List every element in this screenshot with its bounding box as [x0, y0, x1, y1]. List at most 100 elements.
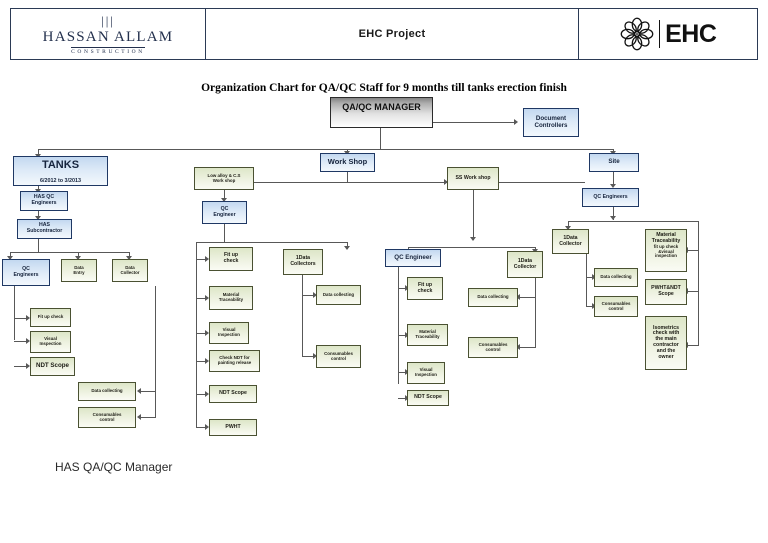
node-has-subcontractor[interactable]: HAS Subcontractor — [17, 219, 72, 239]
node-ss-data-collector[interactable]: 1Data Collector — [507, 251, 543, 278]
connector-bus-datacollector — [129, 252, 130, 259]
connector-ws-visual — [196, 333, 207, 334]
arrow-has-subcontractor — [35, 216, 41, 220]
node-label: Fit up check — [37, 314, 64, 320]
node-label: Visual Inspection — [218, 327, 240, 337]
node-tanks-data-entry[interactable]: Data Entry — [61, 259, 97, 282]
node-ws-pwht[interactable]: PWHT — [209, 419, 257, 436]
node-ws-data-collecting[interactable]: Data collecting — [316, 285, 361, 305]
node-label: PWHT — [225, 423, 241, 430]
chart-title: Organization Chart for QA/QC Staff for 9… — [201, 82, 567, 94]
node-site-qc-engineers[interactable]: QC Engineers — [582, 188, 639, 207]
node-ws-consumables-control[interactable]: Consumables control — [316, 345, 361, 368]
connector-ssqc-spine — [398, 267, 399, 384]
node-ws-check-ndt[interactable]: Check NDT for painting release — [209, 350, 260, 372]
brand-divider — [658, 20, 661, 48]
node-ws-ndt-scope[interactable]: NDT Scope — [209, 385, 257, 403]
project-title-cell: EHC Project — [206, 9, 579, 59]
arrow-site-bus — [610, 216, 616, 220]
node-tanks-ndt-scope[interactable]: NDT Scope — [30, 357, 75, 376]
connector-tanksqc-ndt — [14, 366, 27, 367]
node-label: Visual Inspection — [415, 367, 437, 377]
arrow-site-qc-engineers — [610, 184, 616, 188]
arrow-site-data-collector — [565, 226, 571, 230]
connector-sitedc-collecting — [586, 277, 594, 278]
connector-ws-bus — [196, 242, 348, 243]
footer-note: HAS QA/QC Manager — [55, 460, 173, 474]
node-label: Material Traceability — [415, 329, 440, 339]
connector-manager-down — [380, 128, 381, 150]
node-ws-visual-inspection[interactable]: Visual Inspection — [209, 322, 249, 344]
connector-tanksqc-fitup — [14, 318, 27, 319]
connector-site-isometrics — [687, 345, 699, 346]
node-label: SS Work shop — [455, 174, 491, 181]
connector-ws-checkndt — [196, 361, 207, 362]
node-site[interactable]: Site — [589, 153, 639, 172]
connector-ssdc-spine — [535, 278, 536, 348]
node-site-pwht-ndt-scope[interactable]: PWHT&NDT Scope — [645, 279, 687, 305]
connector-siteqc-down — [613, 207, 614, 220]
node-ss-visual-inspection[interactable]: Visual Inspection — [407, 362, 445, 384]
node-document-controllers[interactable]: Document Controllers — [523, 108, 579, 137]
node-site-consumables-control[interactable]: Consumables control — [594, 296, 638, 317]
connector-site-pwht — [687, 291, 699, 292]
connector-tanksdc-collecting — [140, 391, 156, 392]
node-ss-data-collecting[interactable]: Data collecting — [468, 288, 518, 307]
arrow-ws-visual — [205, 330, 209, 336]
node-ss-material-traceability[interactable]: Material Traceability — [407, 324, 448, 346]
node-tanks-data-collecting[interactable]: Data collecting — [78, 382, 136, 401]
node-label: NDT Scope — [35, 362, 69, 370]
connector-bus-dataentry — [78, 252, 79, 259]
connector-ws-fitup — [196, 259, 207, 260]
connector-tanks-to-hasqc — [38, 185, 39, 191]
connector-tanksdc-spine — [155, 286, 156, 418]
node-ss-qc-engineer[interactable]: QC Engineer — [385, 249, 441, 267]
arrow-ss-consumables — [516, 344, 520, 350]
node-work-shop[interactable]: Work Shop — [320, 153, 375, 172]
node-site-material-traceability[interactable]: Material Traceability fit up check &visu… — [645, 229, 687, 272]
node-site-isometrics[interactable]: Isometrics check with the main contracto… — [645, 316, 687, 370]
connector-ws-left-spine — [196, 242, 197, 428]
node-ws-qc-engineer[interactable]: QC Engineer — [202, 201, 247, 224]
connector-ssqc-fitup — [398, 288, 407, 289]
node-ws-data-collectors[interactable]: 1Data Collectors — [283, 249, 323, 275]
node-label: PWHT&NDT Scope — [651, 285, 681, 297]
connector-bus-to-tanks — [38, 149, 39, 157]
node-qa-qc-manager[interactable]: QA/QC MANAGER — [330, 97, 433, 128]
connector-top-bus — [38, 149, 613, 150]
node-label: 1Data Collector — [513, 257, 537, 270]
node-label: Consumables control — [478, 341, 508, 352]
node-label: Material Traceability — [651, 232, 681, 244]
connector-tanksqc-visual — [14, 341, 27, 342]
node-site-data-collector[interactable]: 1Data Collector — [552, 229, 589, 254]
connector-ssqc-material — [398, 335, 407, 336]
connector-wsqc-down — [224, 224, 225, 242]
node-label: Fit up check — [417, 281, 433, 294]
node-tanks-qc-engineers[interactable]: QC Engineers — [2, 259, 50, 286]
node-ws-fit-up-check[interactable]: Fit up check — [209, 247, 253, 271]
node-tanks-visual-inspection[interactable]: Visual Inspection — [30, 331, 71, 353]
node-tanks-data-collector[interactable]: Data Collector — [112, 259, 148, 282]
node-ws-material-traceability[interactable]: Material Traceability — [209, 286, 253, 310]
node-tanks-fit-up-check[interactable]: Fit up check — [30, 308, 71, 327]
connector-bus-qceng — [10, 252, 11, 259]
node-label: Data collecting — [477, 294, 509, 300]
node-ss-ndt-scope[interactable]: NDT Scope — [407, 390, 449, 406]
arrow-ws-fit-up — [205, 256, 209, 262]
node-has-qc-engineers[interactable]: HAS QC Engineers — [20, 191, 68, 211]
arrow-ws-data-collectors — [344, 246, 350, 250]
node-tanks-consumables-control[interactable]: Consumables control — [78, 407, 136, 428]
connector-tanks-bus — [10, 252, 130, 253]
node-label: HAS Subcontractor — [26, 222, 63, 234]
node-tanks[interactable]: TANKS 6/2012 to 3/2013 — [13, 156, 108, 186]
node-label: QC Engineer — [213, 205, 236, 218]
node-site-data-collecting[interactable]: Data collecting — [594, 268, 638, 287]
node-ss-fit-up-check[interactable]: Fit up check — [407, 277, 443, 300]
node-ss-consumables-control[interactable]: Consumables control — [468, 337, 518, 358]
node-low-alloy-work-shop[interactable]: Low alloy & C.S Work shop — [194, 167, 254, 190]
connector-ws-pwht — [196, 427, 207, 428]
node-label: Data Entry — [73, 264, 85, 275]
connector-lowalloy-down — [224, 190, 225, 200]
node-ss-work-shop[interactable]: SS Work shop — [447, 167, 499, 190]
node-sublabel: fit up check &visual inspection — [653, 243, 679, 259]
